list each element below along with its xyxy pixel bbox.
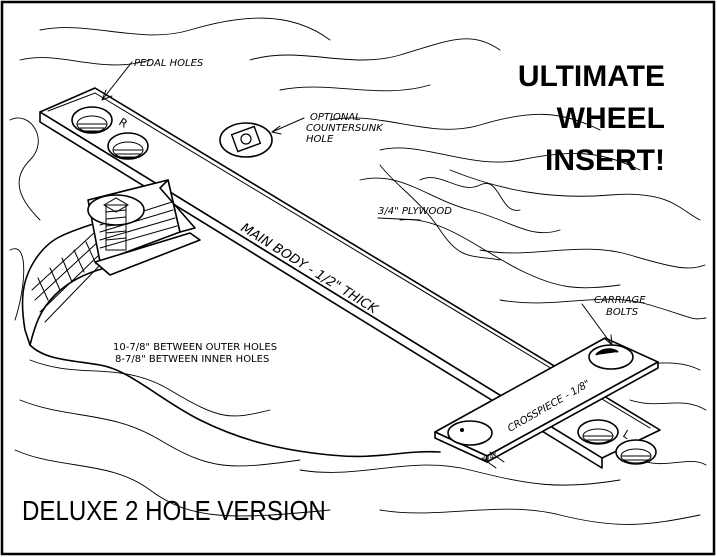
countersunk-hole [219, 122, 273, 158]
title-line3: INSERT! [545, 144, 665, 177]
pedal-hole-bottom-inner [577, 419, 619, 445]
plywood-label: 3/4" PLYWOOD [378, 206, 452, 217]
countersunk-label-line1: OPTIONAL [310, 112, 361, 123]
wood-grain [9, 17, 707, 525]
cut-edge [21, 219, 441, 458]
pedal-holes-label: PEDAL HOLES [134, 58, 204, 69]
version-label: DELUXE 2 HOLE VERSION [22, 494, 326, 526]
carriage-bolt-left [447, 420, 493, 446]
carriage-bolt-right [588, 344, 634, 370]
pedal-hole-bottom-right [615, 439, 657, 465]
countersunk-label-line2: COUNTERSUNK [306, 123, 384, 134]
holes: R L [71, 106, 657, 465]
outer-holes-note: 10-7/8" BETWEEN OUTER HOLES [113, 342, 277, 353]
inner-holes-note: 8-7/8" BETWEEN INNER HOLES [115, 354, 269, 365]
pedal-hole-top-left [71, 106, 113, 134]
main-body-bar [39, 87, 661, 469]
title-line1: ULTIMATE [518, 60, 665, 93]
countersunk-label-line3: HOLE [306, 134, 334, 145]
carriage-label-line1: CARRIAGE [594, 295, 646, 306]
title-line2: WHEEL [557, 102, 665, 135]
carriage-label-line2: BOLTS [606, 307, 639, 318]
leader-lines [101, 61, 613, 469]
pedal-hole-top-inner [107, 132, 149, 160]
bolt-hole-left [87, 194, 145, 251]
